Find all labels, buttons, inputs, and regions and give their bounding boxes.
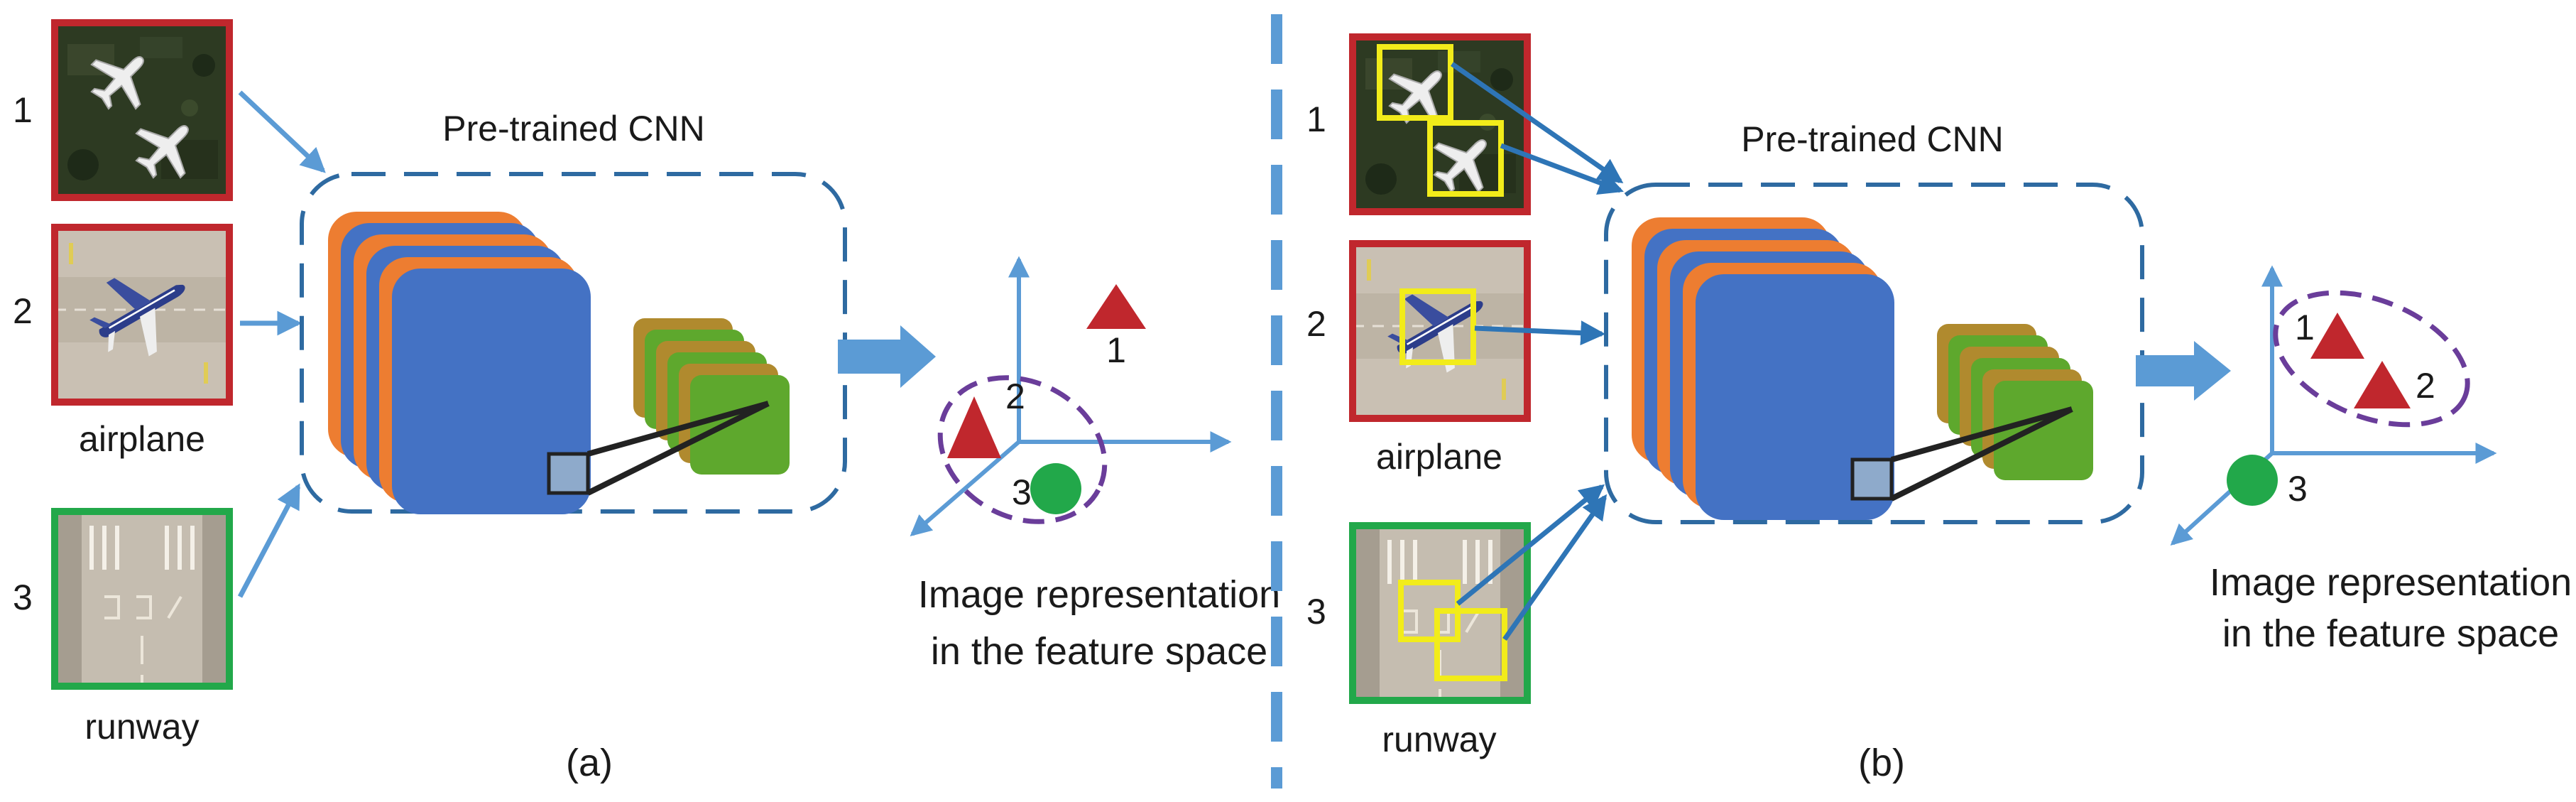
- point-label-2: 2: [2416, 366, 2435, 406]
- cnn-title: Pre-trained CNN: [1741, 119, 2004, 159]
- class-label-runway: runway: [1382, 720, 1496, 759]
- cnn-title: Pre-trained CNN: [442, 109, 705, 148]
- point-label-3: 3: [2288, 469, 2308, 509]
- class-label-runway: runway: [84, 707, 199, 747]
- cluster-ellipse: [2273, 290, 2470, 428]
- patch-arrows: [1451, 62, 1624, 641]
- row-number-2: 2: [13, 291, 33, 331]
- row-number-3: 3: [1306, 592, 1326, 632]
- class-label-airplane: airplane: [1376, 437, 1502, 477]
- cnn-dashed-box: [1604, 183, 2144, 524]
- point-triangle-2: [947, 396, 1001, 458]
- point-circle-3: [2227, 455, 2278, 506]
- panel-b: 1 2 3 airplane runway Pre-tr: [1306, 33, 2572, 784]
- panel-a: 1 2 3 airplane runway Pre-trained CNN: [13, 19, 1280, 784]
- point-circle-3: [1030, 463, 1081, 514]
- patch-box: [1377, 44, 1453, 121]
- point-label-1: 1: [2295, 308, 2315, 347]
- panel-caption-a: (a): [566, 742, 613, 784]
- point-triangle-1: [2310, 313, 2364, 359]
- row-number-1: 1: [1306, 99, 1326, 139]
- input-arrows: [237, 90, 326, 598]
- feature-space-axes: [910, 256, 1232, 536]
- representation-caption-line-2: in the feature space: [931, 630, 1267, 673]
- image-runway: [1349, 522, 1531, 704]
- output-arrow: [838, 325, 936, 388]
- class-label-airplane: airplane: [79, 419, 205, 459]
- representation-caption-line-1: Image representation: [918, 573, 1280, 616]
- patch-box: [1427, 120, 1504, 197]
- image-runway: [51, 508, 233, 690]
- image-airplane-1: [51, 19, 233, 201]
- cnn-feature-maps: [1632, 217, 2093, 520]
- image-airplane-2: [51, 224, 233, 406]
- row-number-3: 3: [13, 578, 33, 617]
- row-number-2: 2: [1306, 304, 1326, 344]
- point-triangle-2: [2354, 361, 2411, 408]
- representation-caption-line-1: Image representation: [2210, 561, 2572, 604]
- output-arrow: [2136, 341, 2231, 401]
- image-airplane-1: [1349, 33, 1531, 215]
- patch-box: [1434, 608, 1507, 681]
- row-number-1: 1: [13, 90, 33, 130]
- point-label-2: 2: [1005, 376, 1025, 416]
- point-triangle-1: [1086, 284, 1146, 329]
- cnn-feature-maps: [328, 212, 790, 514]
- point-label-1: 1: [1106, 330, 1126, 370]
- point-label-3: 3: [1012, 472, 1032, 512]
- patch-box: [1399, 288, 1476, 365]
- panel-caption-b: (b): [1858, 742, 1905, 784]
- representation-caption-line-2: in the feature space: [2222, 612, 2559, 655]
